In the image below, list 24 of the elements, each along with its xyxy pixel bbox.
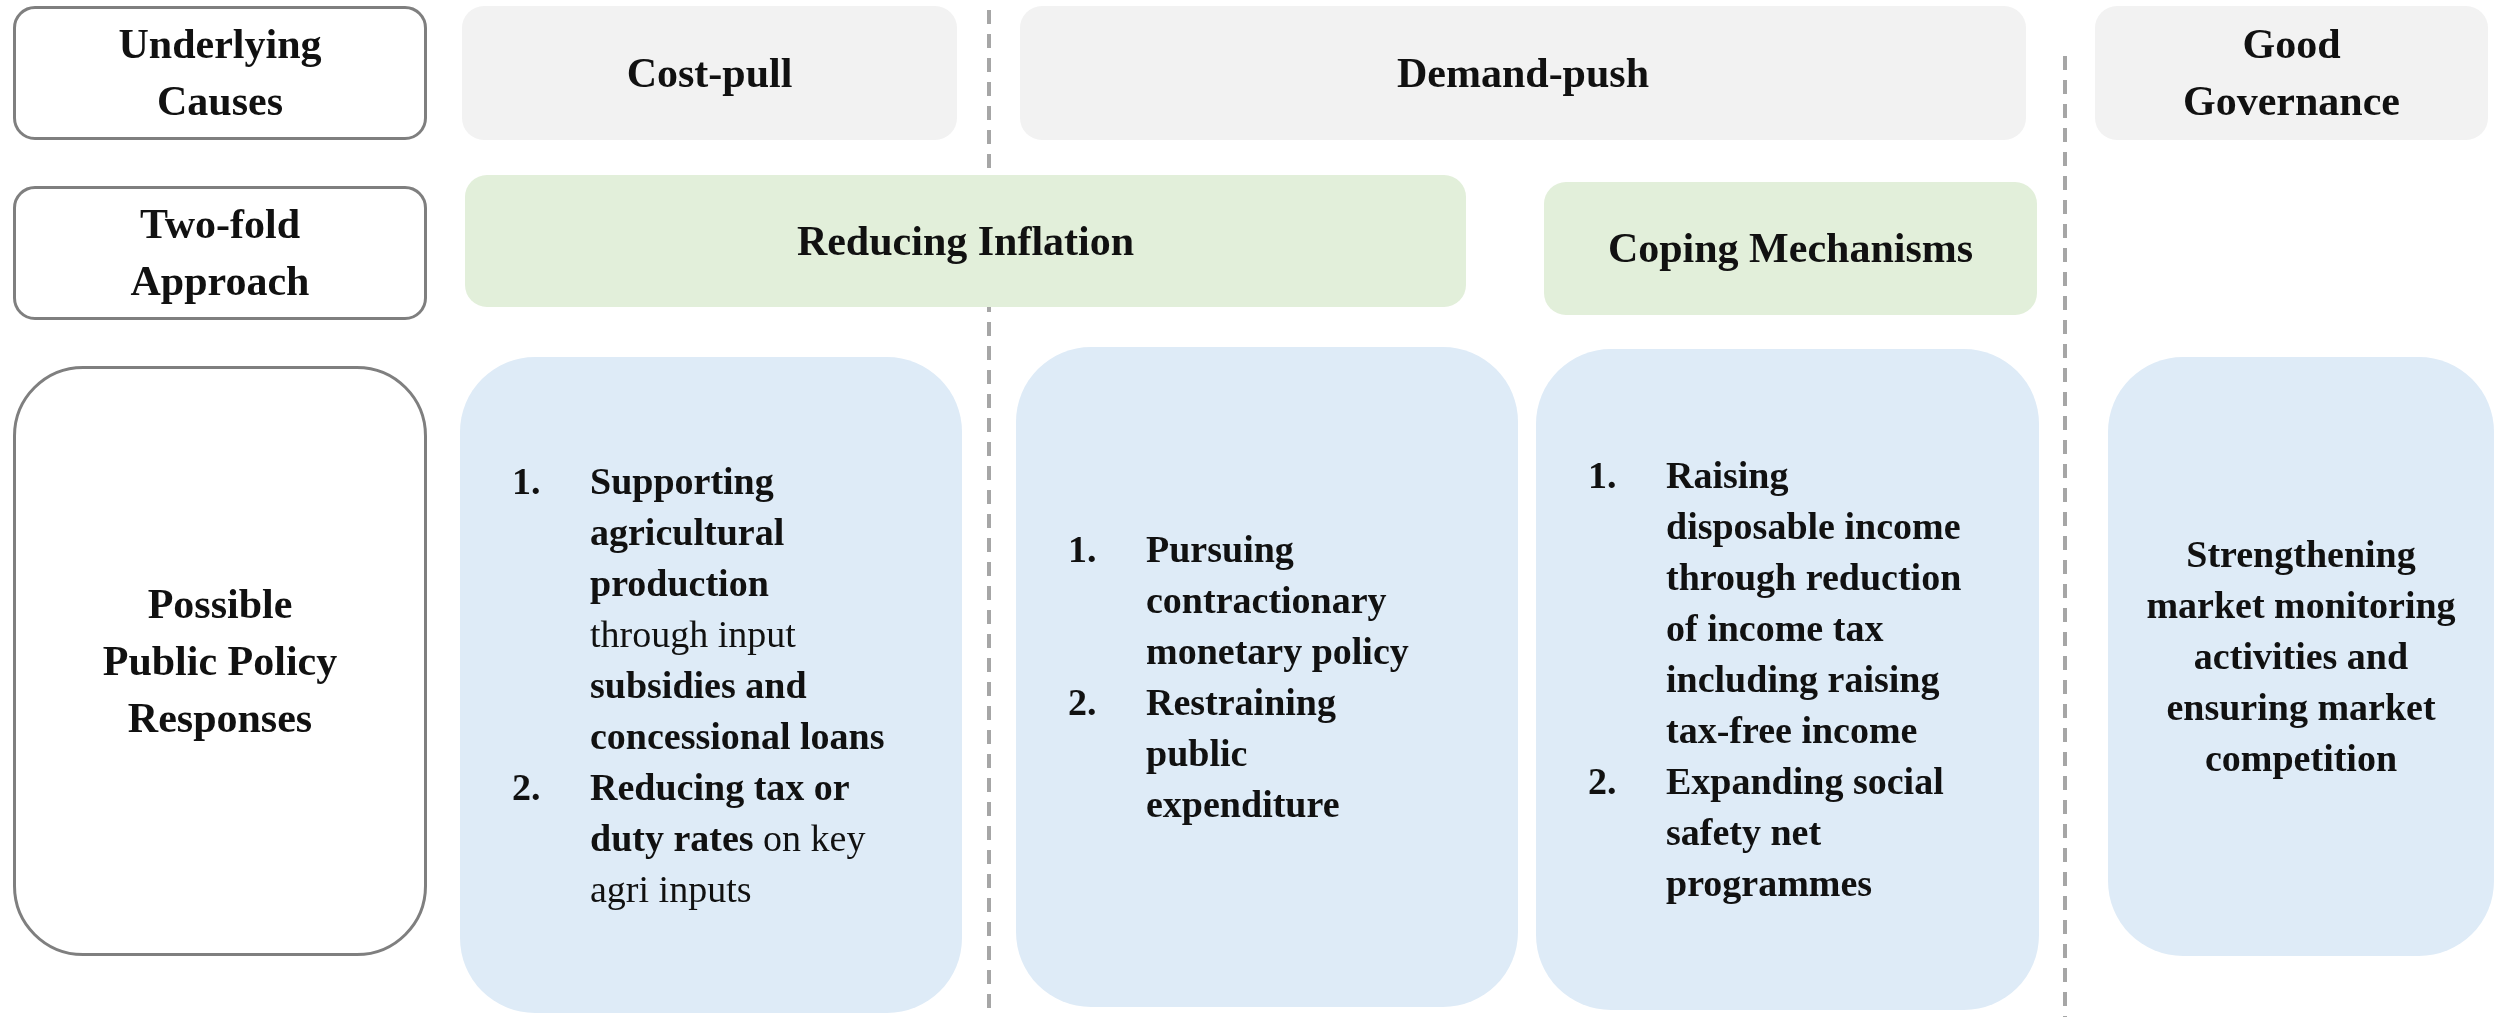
list-item: 2. Expanding social safety net programmes bbox=[1588, 759, 1945, 906]
response-box bbox=[2108, 357, 2494, 956]
approach-box bbox=[1544, 182, 2037, 315]
cause-label: Cost-pull bbox=[626, 48, 793, 98]
row-head-label: Underlying Causes bbox=[117, 20, 323, 126]
list-item: 1. Raising disposable income through reduction of income tax including raising tax-free income bbox=[1588, 453, 1963, 753]
approach-label: Reducing Inflation bbox=[796, 216, 1135, 266]
list-item: 2. Reducing tax or duty rates on key agri inputs bbox=[512, 764, 867, 912]
response-box bbox=[1536, 349, 2039, 1010]
cause-label: Good Governance bbox=[2182, 20, 2401, 126]
row-header-box bbox=[13, 6, 427, 140]
list-item: 1. Supporting agricultural production through input subsidies and concessional loans bbox=[512, 458, 886, 759]
row-header-box bbox=[13, 186, 427, 320]
response-box bbox=[1016, 347, 1518, 1007]
response-text: Strengthening market monitoring activities and ensuring market competition bbox=[2145, 532, 2457, 781]
cause-label: Demand-push bbox=[1396, 48, 1650, 98]
list-item: 2. Restraining public expenditure bbox=[1068, 680, 1341, 827]
approach-label: Coping Mechanisms bbox=[1607, 224, 1974, 273]
row-head-label: Possible Public Policy Responses bbox=[101, 579, 339, 743]
row-head-label: Two-fold Approach bbox=[129, 200, 311, 306]
list-item: 1. Pursuing contractionary monetary policy bbox=[1068, 527, 1410, 674]
row-header-box bbox=[13, 366, 427, 956]
approach-box bbox=[465, 175, 1466, 307]
response-box bbox=[460, 357, 962, 1013]
